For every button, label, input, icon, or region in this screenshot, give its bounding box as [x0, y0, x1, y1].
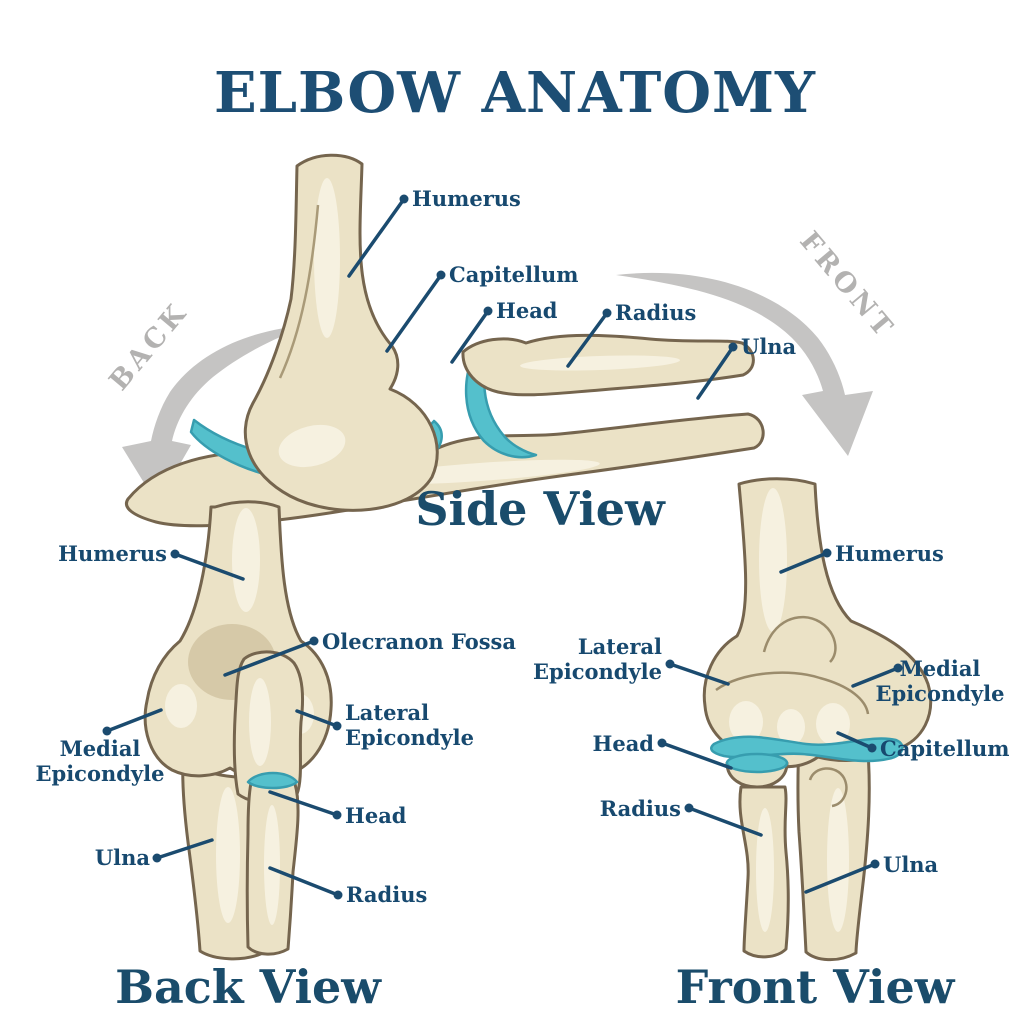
front-view-illustration [702, 477, 933, 962]
label-back-humerus: Humerus [58, 541, 167, 566]
label-side-capitellum: Capitellum [449, 262, 579, 287]
bone-shading [816, 703, 850, 745]
leader-line [450, 309, 490, 364]
label-side-head: Head [496, 298, 558, 323]
leader-line [105, 708, 163, 733]
leader-line [223, 639, 316, 677]
page-title: ELBOW ANATOMY [213, 60, 817, 126]
label-front-humerus: Humerus [835, 541, 944, 566]
label-dot [657, 738, 667, 748]
bone-crease [808, 767, 848, 808]
label-dot [728, 342, 738, 352]
label-front-capitellum: Capitellum [880, 736, 1010, 761]
bone-shading [216, 787, 240, 923]
label-dot [893, 663, 903, 673]
bone-shading [827, 788, 849, 932]
label-dot [870, 859, 880, 869]
leader-line [851, 666, 900, 688]
leader-line [155, 838, 214, 860]
leader-line [696, 345, 735, 400]
label-dot [684, 803, 694, 813]
leader-lines [102, 194, 903, 900]
bone-shading [264, 805, 280, 925]
back-view-illustration [143, 500, 333, 961]
label-dot [102, 726, 112, 736]
bone-shading [278, 424, 346, 468]
leader-line [836, 731, 874, 750]
bone-shading [520, 355, 680, 371]
humerus-bone-side [243, 153, 439, 512]
bone-shading [756, 808, 774, 932]
bone-crease [715, 671, 870, 715]
leader-line [385, 273, 443, 353]
label-back-ulna: Ulna [94, 845, 150, 870]
label-dot [399, 194, 409, 204]
label-dot [665, 659, 675, 669]
side-view-illustration [125, 153, 765, 528]
front-arrow [616, 272, 873, 456]
label-dot [602, 308, 612, 318]
leader-line [268, 790, 339, 817]
side-view-caption: Side View [415, 482, 665, 536]
label-dot [152, 853, 162, 863]
label-front-medial-epicondyle: Medial Epicondyle [875, 656, 1005, 706]
label-dot [333, 890, 343, 900]
cartilage-radius-head-back [246, 771, 299, 790]
leader-line [295, 709, 339, 728]
label-front-head: Head [592, 731, 655, 756]
label-back-olecranon-fossa: Olecranon Fossa [322, 629, 516, 654]
leader-line [668, 662, 730, 686]
label-dot [332, 721, 342, 731]
bone-shading [165, 684, 197, 728]
bone-shading [314, 178, 340, 338]
label-dot [867, 743, 877, 753]
label-side-radius: Radius [615, 300, 697, 325]
label-dot [483, 306, 493, 316]
bone-shading [759, 488, 787, 632]
label-side-ulna: Ulna [741, 334, 797, 359]
leader-line [687, 806, 763, 837]
label-back-medial-epicondyle: Medial Epicondyle [35, 736, 165, 786]
label-back-radius: Radius [346, 882, 428, 907]
label-front-ulna: Ulna [883, 852, 939, 877]
label-dot [332, 810, 342, 820]
leader-line [660, 741, 733, 770]
back-arrow [122, 325, 311, 504]
front-arrow-shape [616, 272, 873, 456]
leader-line [804, 862, 877, 894]
label-dot [822, 548, 832, 558]
bone-shading [232, 508, 260, 612]
bone-crease [762, 615, 837, 663]
label-dot [436, 270, 446, 280]
label-front-radius: Radius [599, 796, 681, 821]
bone-crease [278, 204, 320, 379]
leader-line [566, 311, 609, 368]
label-back-lateral-epicondyle: Lateral Epicondyle [345, 700, 474, 750]
leader-line [347, 197, 406, 278]
label-back-head: Head [345, 803, 407, 828]
bone-shading [729, 701, 763, 743]
bone-shading [777, 709, 805, 745]
back-view-caption: Back View [115, 960, 381, 1014]
leader-line [779, 551, 829, 574]
bone-shading [249, 678, 271, 766]
cartilage-radius-head-front [725, 752, 789, 774]
label-side-humerus: Humerus [412, 186, 521, 211]
label-dot [309, 636, 319, 646]
label-dot [170, 549, 180, 559]
front-view-caption: Front View [675, 960, 955, 1014]
label-front-lateral-epicondyle: Lateral Epicondyle [533, 634, 662, 684]
leader-line [173, 552, 245, 581]
back-arrow-shape [122, 325, 311, 504]
leader-line [268, 866, 340, 897]
